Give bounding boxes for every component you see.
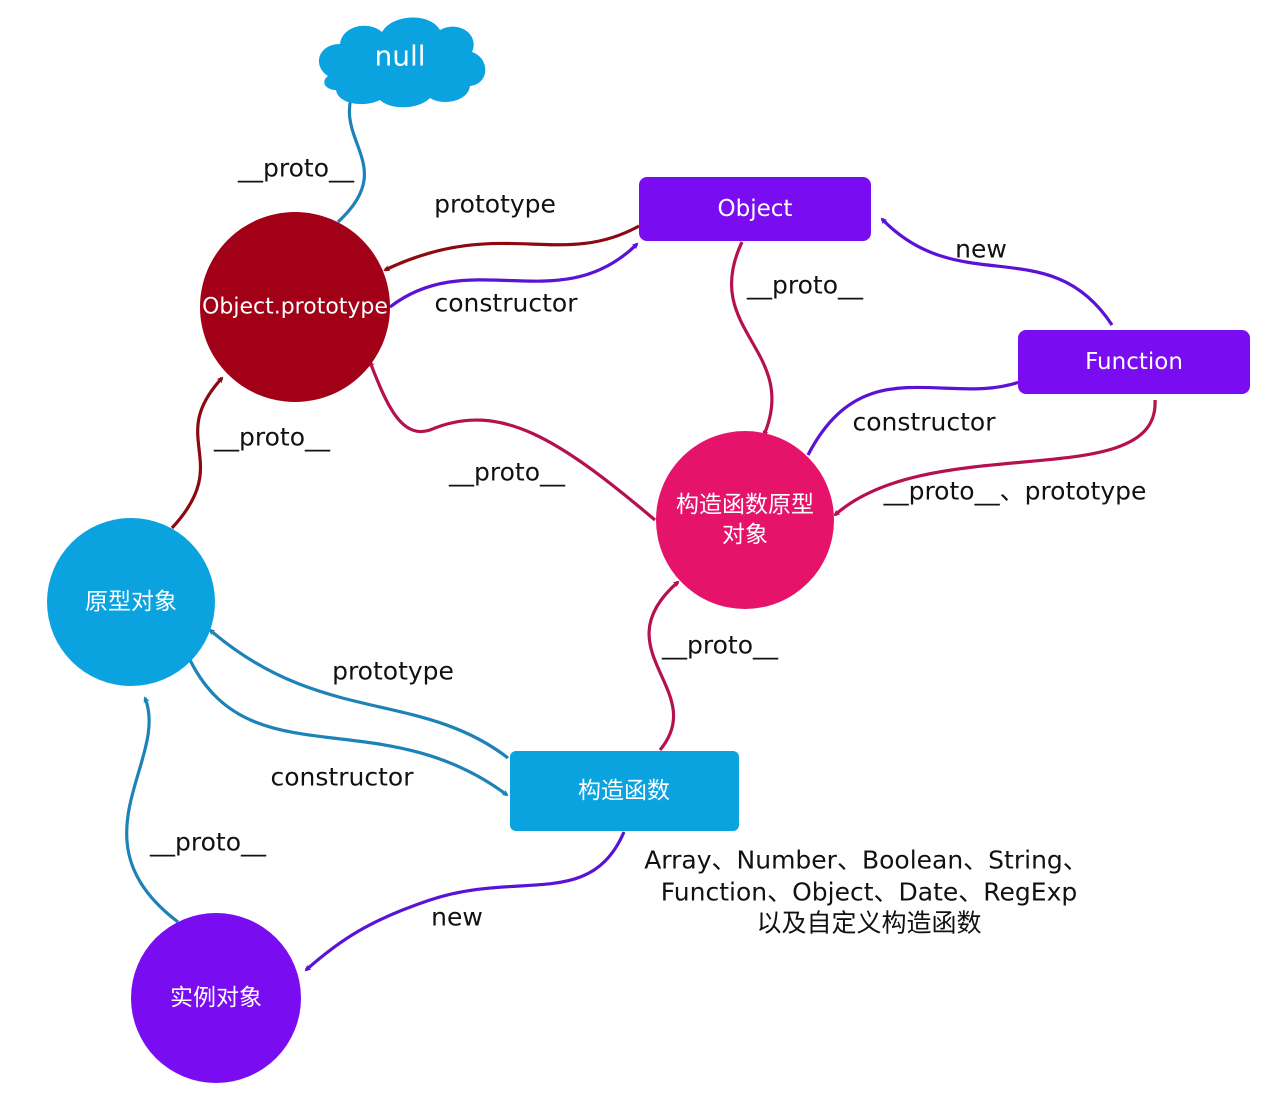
edge-ctor-prototype-protoobj (208, 628, 509, 760)
constructor-node[interactable]: 构造函数 (510, 751, 739, 831)
label-proto-prototype-fn: __proto__、prototype (883, 477, 1147, 506)
note-line2: Function、Object、Date、RegExp (661, 878, 1077, 907)
edge-ctor-proto-ctorproto (647, 580, 680, 752)
constructor-prototype-label-line2: 对象 (722, 522, 768, 548)
constructor-prototype-label-line1: 构造函数原型 (676, 492, 814, 518)
object-prototype-node[interactable]: Object.prototype (200, 212, 390, 402)
prototype-object-node[interactable]: 原型对象 (47, 518, 215, 686)
object-node[interactable]: Object (639, 177, 871, 241)
label-prototype-top: prototype (434, 190, 556, 219)
edge-ctor-new-instance (304, 831, 626, 972)
label-proto-null: __proto__ (237, 154, 354, 183)
label-prototype-mid: prototype (332, 657, 454, 686)
edge-ctorproto-constructor-function (806, 378, 1027, 456)
object-label: Object (718, 196, 793, 222)
null-cloud: null (318, 17, 486, 108)
label-constructor-right: constructor (853, 408, 997, 437)
edge-object-prototype (383, 224, 640, 272)
edge-protoobj-constructor-ctor (188, 659, 509, 797)
object-prototype-label: Object.prototype (202, 295, 388, 320)
instance-node[interactable]: 实例对象 (131, 913, 301, 1083)
label-proto-object: __proto__ (746, 271, 863, 300)
label-proto-instance: __proto__ (149, 828, 266, 857)
edge-objproto-to-null (336, 85, 367, 224)
constructor-prototype-node[interactable]: 构造函数原型 对象 (656, 431, 834, 609)
label-new-top: new (955, 235, 1007, 264)
edge-function-proto-ctorproto (833, 399, 1157, 517)
edge-protoobj-proto-objproto (170, 376, 224, 530)
edge-function-new-object (880, 217, 1114, 326)
label-proto-ctorproto: __proto__ (448, 458, 565, 487)
prototype-object-label: 原型对象 (85, 589, 177, 615)
function-node[interactable]: Function (1018, 330, 1250, 394)
edge-ctorproto-proto-objproto (368, 360, 657, 522)
label-proto-ctor: __proto__ (661, 631, 778, 660)
label-new-bottom: new (431, 903, 483, 932)
instance-label: 实例对象 (170, 985, 262, 1011)
label-constructor-mid: constructor (271, 763, 415, 792)
null-label: null (374, 40, 425, 73)
note-line1: Array、Number、Boolean、String、 (644, 846, 1088, 875)
edge-instance-proto-protoobj (125, 696, 179, 924)
constructor-label: 构造函数 (578, 778, 670, 804)
label-constructor-top: constructor (435, 289, 579, 318)
function-label: Function (1085, 349, 1183, 375)
edge-object-proto-ctorproto (729, 241, 774, 437)
edge-objproto-constructor (389, 242, 639, 309)
note-line3: 以及自定义构造函数 (756, 909, 981, 938)
label-proto-op-left: __proto__ (213, 423, 330, 452)
